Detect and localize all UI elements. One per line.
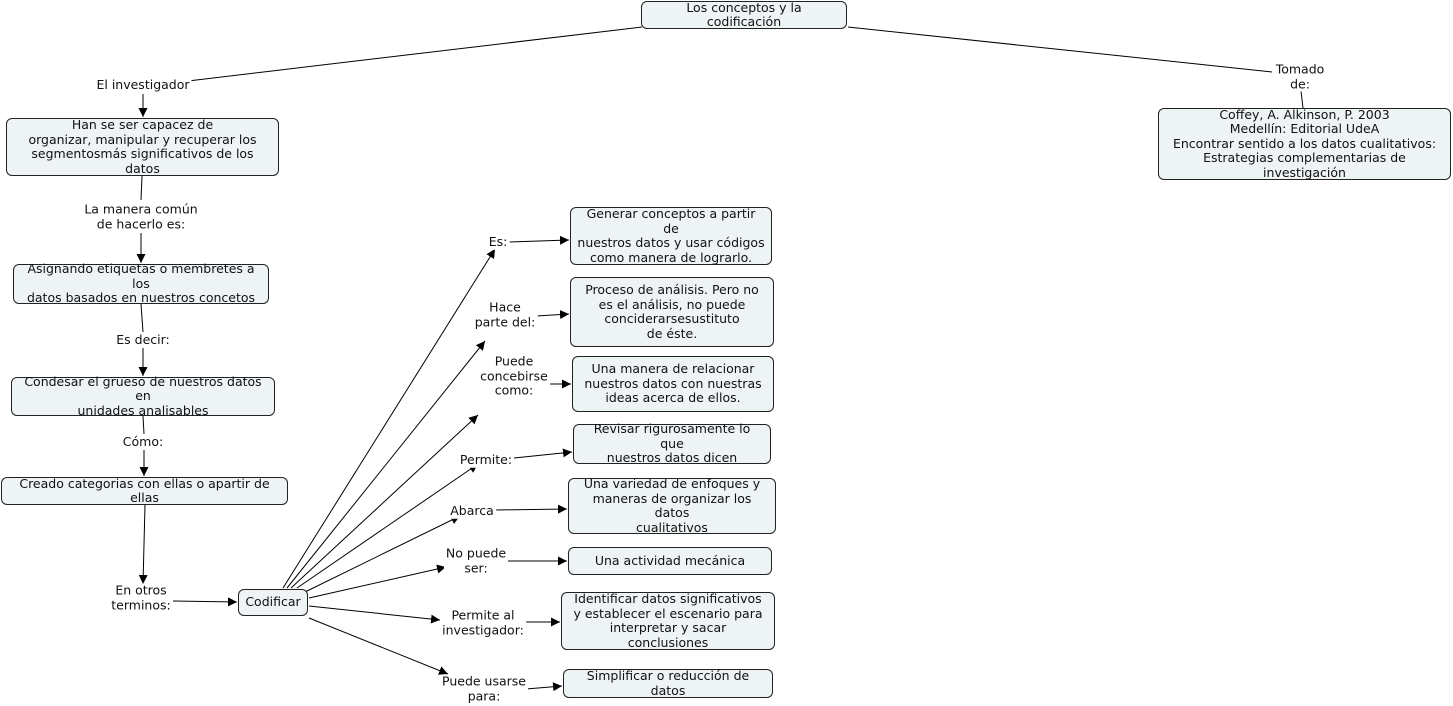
link-label-investigador: El investigador (94, 76, 192, 93)
link-label-es: Es: (486, 233, 510, 250)
link-label-otros: En otros terminos: (109, 582, 173, 613)
identify-data-node[interactable]: Identificar datos significativos y estab… (561, 591, 775, 650)
root-concept-node[interactable]: Los conceptos y la codificación (641, 0, 847, 29)
generate-concepts-node[interactable]: Generar conceptos a partir de nuestros d… (570, 206, 772, 265)
link-label-abarca: Abarca (448, 502, 496, 519)
simplify-node[interactable]: Simplificar o reducción de datos (563, 668, 773, 698)
categories-node[interactable]: Creado categorias con ellas o apartir de… (1, 476, 288, 505)
link-label-permite: Permite: (457, 451, 515, 468)
link-label-hace-parte: Hace parte del: (472, 299, 538, 330)
relate-data-node[interactable]: Una manera de relacionar nuestros datos … (572, 356, 774, 412)
link-label-no-puede: No puede ser: (443, 545, 509, 576)
analysis-process-node[interactable]: Proceso de análisis. Pero no es el análi… (570, 277, 774, 347)
codify-node[interactable]: Codificar (238, 589, 308, 616)
review-data-node[interactable]: Revisar rigurosamente lo que nuestros da… (573, 422, 771, 465)
link-label-tomado: Tomado de: (1273, 61, 1327, 92)
link-label-usarse: Puede usarse para: (440, 673, 528, 704)
link-label-permite-al: Permite al investigador: (440, 607, 526, 638)
variety-node[interactable]: Una variedad de enfoques y maneras de or… (568, 476, 776, 534)
link-label-puede: Puede concebirse como: (478, 353, 550, 398)
mechanical-activity-node[interactable]: Una actividad mecánica (568, 547, 772, 575)
condense-node[interactable]: Condesar el grueso de nuestros datos en … (11, 374, 275, 418)
capacity-node[interactable]: Han se ser capacez de organizar, manipul… (6, 117, 279, 176)
link-label-manera: La manera común de hacerlo es: (82, 201, 200, 232)
link-label-es-decir: Es decir: (114, 331, 172, 348)
link-label-como: Cómo: (120, 433, 166, 450)
reference-node[interactable]: Coffey, A. Alkinson, P. 2003 Medellín: E… (1158, 107, 1451, 180)
labeling-node[interactable]: Asignando etiquetas o membretes a los da… (13, 262, 269, 305)
